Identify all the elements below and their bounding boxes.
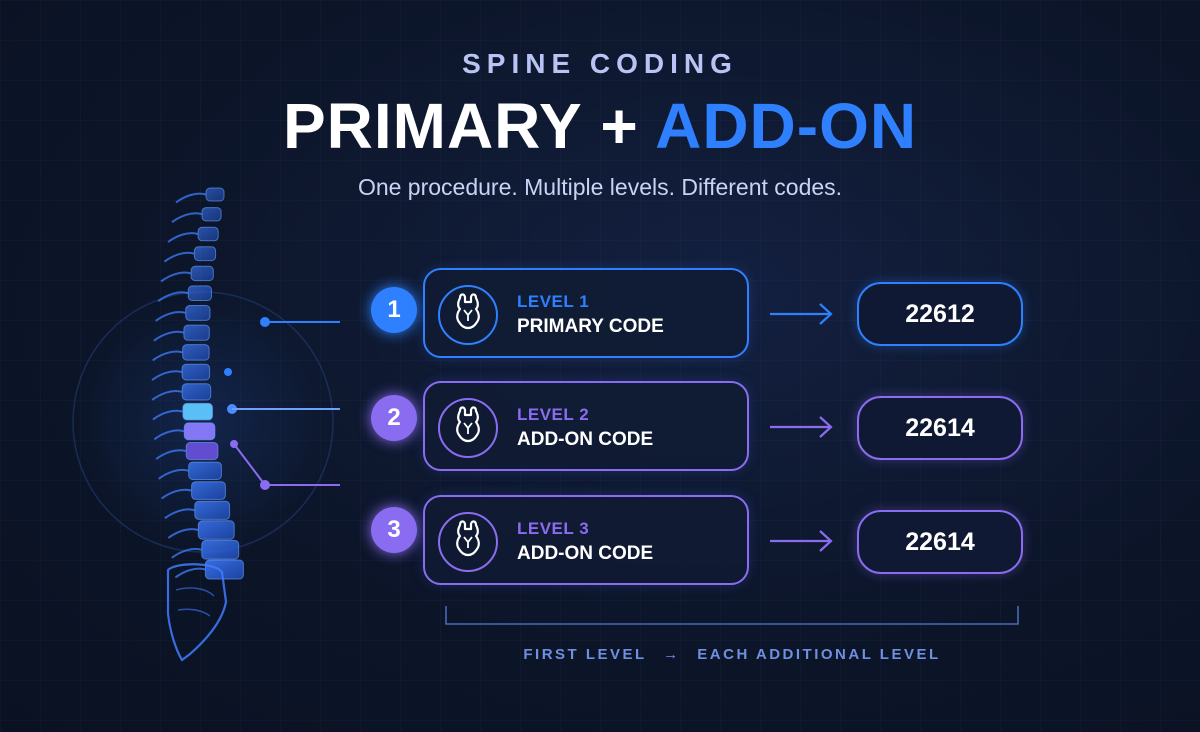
vertebra-body: [201, 207, 222, 222]
headline: PRIMARY + ADD-ON: [0, 88, 1200, 164]
arrow-right-icon: [770, 530, 833, 552]
footer-first-level: FIRST LEVEL: [523, 646, 647, 663]
headline-primary: PRIMARY: [282, 90, 582, 162]
level-2-card: LEVEL 2 ADD-ON CODE: [423, 381, 749, 471]
connector-line-3a: [233, 443, 266, 486]
spine-illustration-icon: [0, 170, 370, 680]
vertebra-body: [194, 500, 231, 520]
vertebra-process: [153, 429, 185, 441]
footer-each-additional: EACH ADDITIONAL LEVEL: [697, 646, 941, 663]
vertebra-process: [160, 271, 192, 283]
level-label: LEVEL 3: [517, 519, 590, 538]
vertebra-body: [204, 559, 244, 580]
subtitle: One procedure. Multiple levels. Differen…: [357, 174, 843, 200]
vertebra-body: [185, 305, 211, 321]
vertebra-process: [151, 390, 183, 401]
vertebra-body: [197, 226, 219, 242]
sacrum: [166, 563, 228, 662]
vertebra-body: [185, 442, 219, 461]
headline-plus: +: [600, 90, 639, 162]
footer-note: FIRST LEVEL → EACH ADDITIONAL LEVEL: [445, 646, 1019, 663]
vertebra-body: [182, 344, 210, 361]
vertebra-process: [175, 192, 207, 204]
code-pill-level-1: 22612: [857, 282, 1023, 346]
vertebra-process: [167, 528, 199, 539]
level-2-badge: 2: [371, 395, 417, 441]
code-type-label: ADD-ON CODE: [517, 543, 654, 564]
vertebra-body: [193, 246, 217, 262]
level-1-badge: 1: [371, 287, 417, 333]
vertebra-icon: [438, 398, 498, 458]
vertebra-icon: [438, 285, 498, 345]
vertebra-body: [181, 363, 211, 381]
code-type-label: ADD-ON CODE: [517, 429, 654, 450]
sacrum-lines: [175, 587, 215, 617]
vertebra-icon: [438, 512, 498, 572]
vertebra-body: [190, 265, 214, 282]
vertebra-process: [155, 449, 187, 460]
vertebra-body: [205, 187, 225, 202]
eyebrow-title: SPINE CODING: [462, 48, 738, 79]
spine-halo: [63, 282, 343, 562]
level-1-card: LEVEL 1 PRIMARY CODE: [423, 268, 749, 358]
vertebra-body: [188, 461, 222, 481]
connector-dot-spine-1: [224, 368, 232, 376]
level-3-card: LEVEL 3 ADD-ON CODE: [423, 495, 749, 585]
arrow-right-icon: [770, 303, 833, 325]
code-pill-level-2: 22614: [857, 396, 1023, 460]
spine-svg: [63, 187, 343, 662]
vertebra-process: [174, 567, 206, 579]
vertebra-process: [151, 370, 183, 381]
vertebra-process: [163, 251, 195, 263]
level-3-badge: 3: [371, 507, 417, 553]
vertebra-process: [171, 547, 203, 559]
footer-arrow: →: [663, 646, 681, 663]
vertebra-body: [183, 422, 216, 441]
vertebra-body: [187, 285, 212, 302]
vertebra-process: [161, 488, 192, 500]
vertebra-process: [171, 212, 203, 224]
code-type-label: PRIMARY CODE: [517, 316, 664, 337]
vertebra-process: [152, 409, 184, 421]
vertebra-process: [155, 311, 186, 322]
vertebrae-stack: [151, 187, 244, 580]
vertebra-process: [157, 291, 189, 303]
headline-addon: ADD-ON: [655, 90, 918, 162]
vertebra-body: [183, 324, 210, 341]
vertebra-process: [158, 468, 189, 480]
vertebra-body: [201, 539, 240, 560]
vertebra-process: [152, 350, 183, 362]
level-label: LEVEL 1: [517, 292, 590, 311]
vertebra-process: [153, 330, 185, 342]
code-pill-level-3: 22614: [857, 510, 1023, 574]
bottom-bracket: [445, 606, 1019, 625]
vertebra-process: [164, 508, 196, 520]
vertebra-body: [191, 481, 226, 500]
arrow-right-icon: [770, 416, 833, 438]
vertebra-body: [197, 520, 235, 540]
vertebra-body: [182, 402, 213, 421]
connector-lines: [224, 317, 340, 490]
vertebra-body: [181, 383, 212, 401]
level-label: LEVEL 2: [517, 405, 590, 424]
vertebra-process: [167, 232, 199, 243]
